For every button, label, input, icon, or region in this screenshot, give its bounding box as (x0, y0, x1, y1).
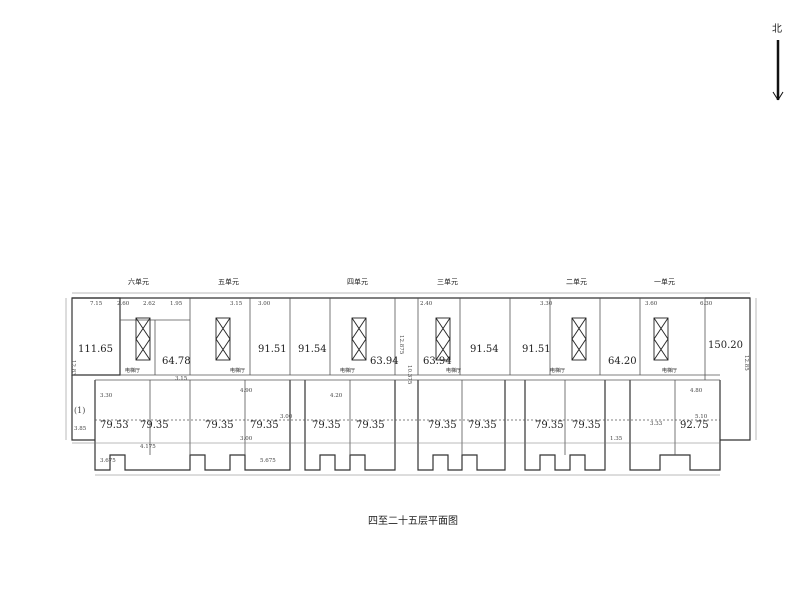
dimension-label: 3.15 (230, 301, 243, 307)
area-label: 91.54 (298, 344, 327, 355)
core-unit-3 (435, 317, 451, 361)
unit-label: 四单元 (347, 277, 368, 286)
elevator-cores (135, 317, 669, 361)
dimension-label: 4.20 (330, 393, 343, 399)
area-label: 64.78 (162, 356, 191, 367)
dimension-label: 12.83 (70, 360, 76, 376)
area-label: 64.20 (608, 356, 637, 367)
area-label: 79.35 (250, 420, 279, 431)
core-unit-1 (653, 317, 669, 361)
dimension-label: 4.90 (240, 388, 253, 394)
dimension-label: 3.30 (100, 393, 113, 399)
north-arrow-icon (772, 40, 784, 101)
dimension-label: 1.95 (170, 301, 183, 307)
dimension-label: 7.15 (90, 301, 103, 307)
area-label: 79.35 (312, 420, 341, 431)
area-label: 79.35 (205, 420, 234, 431)
area-label: 63.94 (370, 356, 399, 367)
unit-label: 一单元 (654, 277, 675, 286)
dimension-label: 2.60 (117, 301, 130, 307)
unit-label: 六单元 (128, 277, 149, 286)
north-label: 北 (772, 24, 782, 35)
area-label: 79.35 (356, 420, 385, 431)
dimension-label: 12.875 (398, 335, 404, 355)
dimension-label: 4.175 (140, 444, 156, 450)
elevator-hall-label: 电梯厅 (340, 367, 355, 374)
unit-label: 五单元 (218, 277, 239, 286)
dimension-label: 4.80 (690, 388, 703, 394)
dimension-label: (1) (74, 406, 85, 415)
elevator-hall-label: 电梯厅 (550, 367, 565, 374)
area-label: 79.35 (572, 420, 601, 431)
core-unit-5 (215, 317, 231, 361)
dimension-label: 3.00 (280, 414, 293, 420)
area-label: 63.94 (423, 356, 452, 367)
dimension-label: 6.30 (700, 301, 713, 307)
dimension-label: 1.35 (610, 436, 623, 442)
elevator-hall-label: 电梯厅 (446, 367, 461, 374)
area-label: 79.53 (100, 420, 129, 431)
dimension-label: 3.15 (175, 376, 188, 382)
area-label: 91.51 (258, 344, 287, 355)
elevator-hall-label: 电梯厅 (125, 367, 140, 374)
dimension-label: 5.675 (260, 458, 276, 464)
dimension-label: 3.30 (540, 301, 553, 307)
dimension-label: 3.33 (650, 421, 663, 427)
drawing-caption: 四至二十五层平面图 (368, 516, 458, 527)
core-unit-2 (571, 317, 587, 361)
unit-label: 三单元 (437, 277, 458, 286)
dimension-label: 3.85 (74, 426, 87, 432)
core-unit-6 (135, 317, 151, 361)
dimension-label: 3.60 (645, 301, 658, 307)
area-label: 111.65 (78, 344, 113, 355)
dimension-label: 12.85 (743, 355, 749, 371)
area-label: 91.54 (470, 344, 499, 355)
area-label: 79.35 (140, 420, 169, 431)
dimension-lines (65, 292, 757, 476)
elevator-hall-label: 电梯厅 (662, 367, 677, 374)
area-label: 79.35 (428, 420, 457, 431)
area-label: 79.35 (468, 420, 497, 431)
core-unit-4 (351, 317, 367, 361)
dimension-label: 3.00 (258, 301, 271, 307)
elevator-hall-label: 电梯厅 (230, 367, 245, 374)
dimension-label: 10.375 (406, 365, 412, 385)
dimension-label: 2.62 (143, 301, 155, 307)
area-label: 91.51 (522, 344, 551, 355)
dimension-label: 3.675 (100, 458, 116, 464)
area-label: 150.20 (708, 340, 743, 351)
dimension-label: 2.40 (420, 301, 433, 307)
north-arrow: 北 (770, 20, 790, 102)
dimension-label: 3.00 (240, 436, 253, 442)
interior-walls (95, 298, 720, 455)
unit-label: 二单元 (566, 277, 587, 286)
dimension-label: 5.10 (695, 414, 708, 420)
area-label: 92.75 (680, 420, 709, 431)
area-label: 79.35 (535, 420, 564, 431)
